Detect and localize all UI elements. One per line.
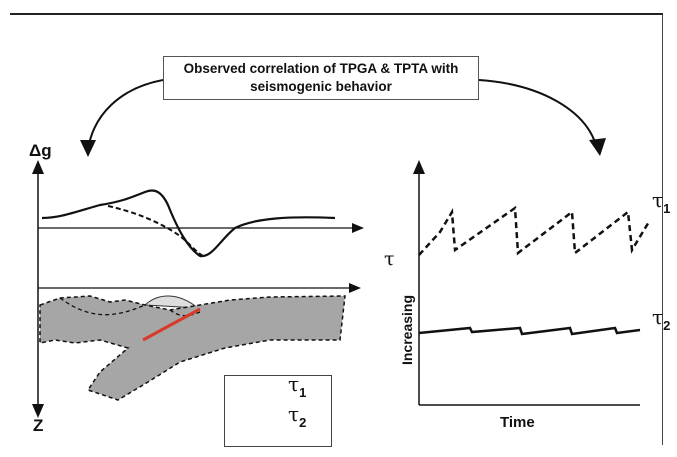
- tau2-symbol: τ: [652, 305, 664, 329]
- tau1-subscript: 1: [663, 201, 671, 216]
- legend-tau2-subscript: 2: [299, 415, 307, 430]
- tau-axis-symbol: τ: [384, 248, 395, 270]
- left-curved-arrow: [87, 79, 164, 151]
- tau1-curve-label: τ1: [652, 188, 670, 216]
- title-box: Observed correlation of TPGA & TPTA with…: [163, 56, 479, 100]
- legend-box: [224, 375, 332, 447]
- legend-tau1-symbol: τ: [288, 372, 300, 396]
- tau2-sawtooth-curve: [418, 326, 641, 336]
- legend-tau2-symbol: τ: [288, 402, 300, 426]
- tau2-subscript: 2: [663, 318, 671, 333]
- tau2-curve-label: τ2: [652, 305, 670, 333]
- fault-line: [142, 307, 201, 342]
- left-axis-bottom-arrow-icon: [32, 404, 44, 418]
- gravity-baseline-arrow-icon: [352, 223, 364, 233]
- legend-tau1-label: τ1: [288, 372, 306, 400]
- delta-g-label: Δg: [29, 141, 52, 160]
- legend-tau2-label: τ2: [288, 402, 306, 430]
- tau1-symbol: τ: [652, 188, 664, 212]
- figure-frame: [10, 13, 663, 445]
- right-y-axis-arrow-icon: [413, 160, 425, 174]
- title-line-1: Observed correlation of TPGA & TPTA with: [183, 61, 459, 76]
- left-arrowhead-icon: [80, 140, 96, 157]
- gravity-curve-tau1: [107, 205, 204, 257]
- increasing-axis-label: Increasing: [399, 294, 415, 366]
- plate-interface: [59, 297, 201, 317]
- subducting-slab: [39, 295, 346, 401]
- title-line-2: seismogenic behavior: [250, 79, 392, 94]
- right-curved-arrow: [478, 79, 597, 146]
- z-depth-label: Z: [33, 416, 44, 435]
- surface-axis-arrow-icon: [349, 283, 361, 293]
- legend-tau1-subscript: 1: [299, 385, 307, 400]
- gravity-curve-tau2: [41, 189, 336, 258]
- tau1-sawtooth-curve: [418, 205, 652, 256]
- left-axis-top-arrow-icon: [32, 160, 44, 174]
- right-arrowhead-icon: [589, 138, 606, 156]
- time-axis-label: Time: [500, 414, 535, 431]
